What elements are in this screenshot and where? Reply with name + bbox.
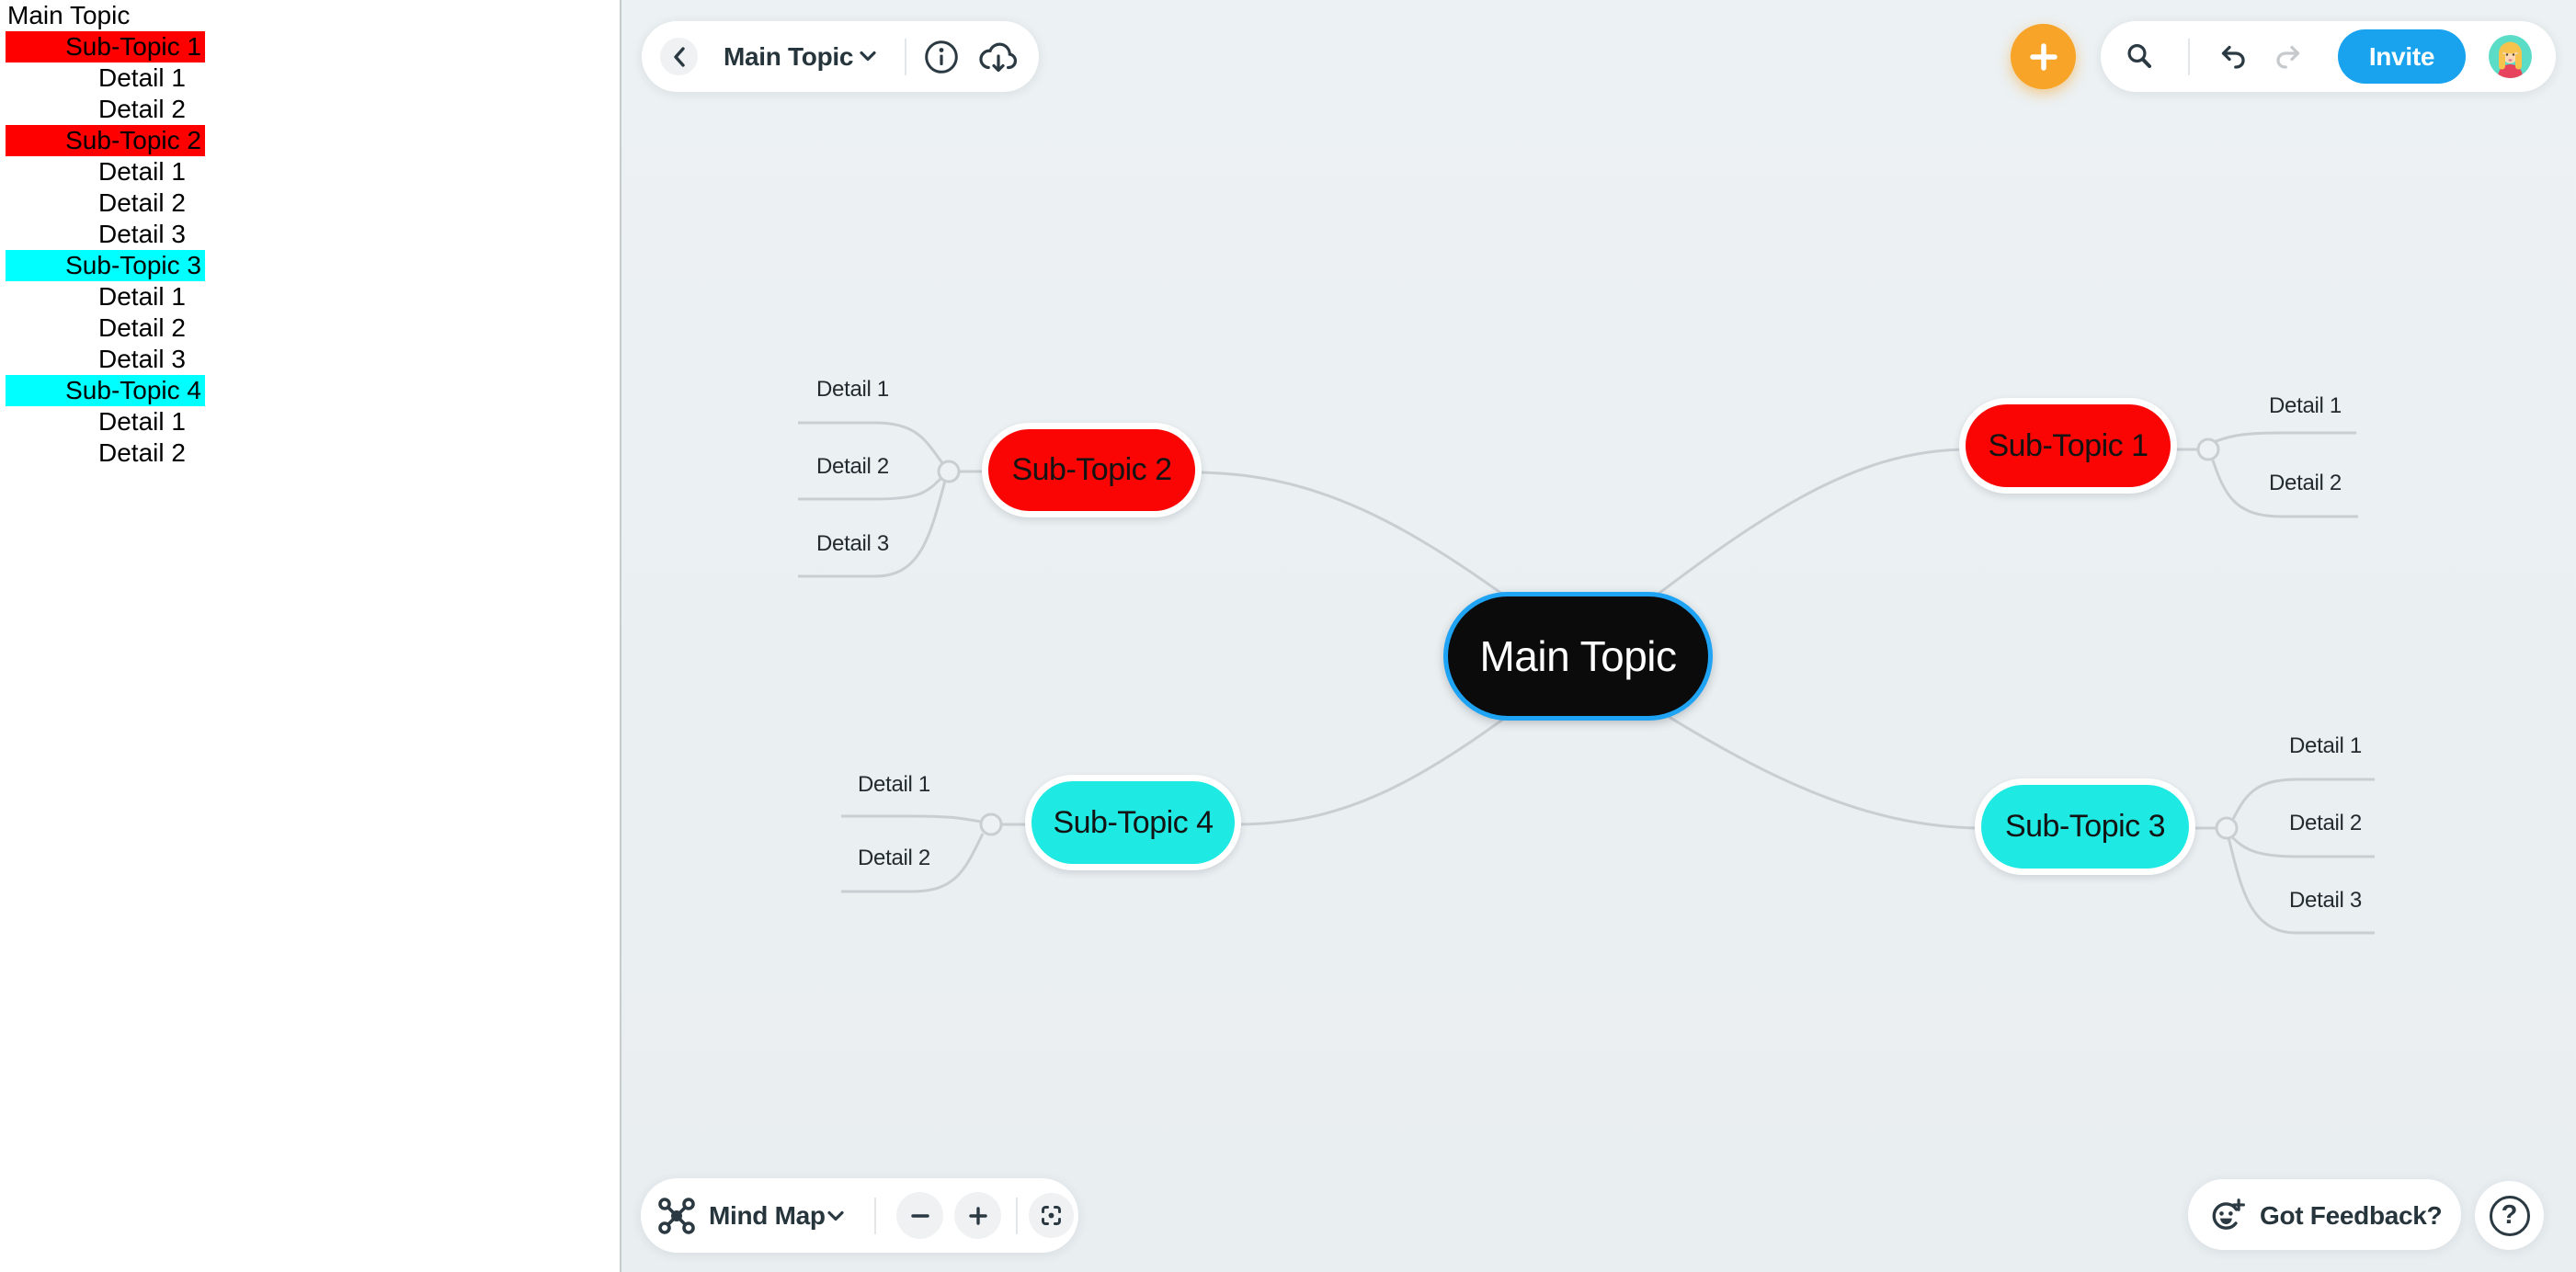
mindmap-detail-sub3[interactable]: Detail 2 [2289,811,2362,835]
minus-icon [910,1213,929,1218]
outline-item[interactable]: Sub-Topic 3 [0,250,620,281]
outline-item[interactable]: Sub-Topic 1 [0,31,620,62]
fit-to-screen-button[interactable] [1029,1193,1074,1238]
outline-item-label: Detail 3 [98,345,186,373]
mindmap-node-main[interactable]: Main Topic [1443,592,1713,721]
search-icon [2127,44,2151,68]
user-avatar[interactable] [2489,35,2532,78]
fit-to-screen-icon [1042,1206,1061,1225]
undo-icon [2221,45,2245,69]
question-mark-icon: ? [2489,1195,2530,1236]
outline-item[interactable]: Detail 1 [0,406,620,437]
mindmap-detail-sub2[interactable]: Detail 2 [816,454,889,479]
toolbar-divider [874,1198,876,1234]
mindmap-node-sub1[interactable]: Sub-Topic 1 [1959,398,2177,494]
chevron-down-icon[interactable] [826,1210,845,1222]
undo-button[interactable] [2218,42,2248,72]
outline-item-label: Detail 2 [98,313,186,342]
cloud-download-icon [979,42,1018,73]
info-icon [925,40,958,74]
mindmap-detail-sub2[interactable]: Detail 1 [816,377,889,402]
outline-item-root[interactable]: Main Topic [0,0,620,31]
outline-item[interactable]: Detail 1 [0,281,620,312]
outline-item-label: Detail 1 [98,407,186,436]
info-button[interactable] [923,39,960,75]
outline-item[interactable]: Detail 2 [0,312,620,344]
mode-label[interactable]: Mind Map [709,1201,826,1230]
outline-item-label: Detail 1 [98,282,186,311]
invite-label: Invite [2368,41,2435,71]
toolbar-divider [905,39,906,75]
smiley-plus-icon [2209,1197,2246,1233]
chevron-left-icon [673,46,685,67]
mindmap-node-sub4[interactable]: Sub-Topic 4 [1025,775,1241,870]
outline-item-label: Sub-Topic 2 [6,125,205,156]
outline-item-label: Detail 1 [98,63,186,92]
redo-icon [2276,45,2300,69]
feedback-label: Got Feedback? [2260,1201,2443,1230]
plus-icon [968,1206,987,1225]
outline-item[interactable]: Detail 3 [0,219,620,250]
chevron-down-icon[interactable] [859,50,877,62]
outline-item-label: Detail 1 [98,157,186,186]
help-button[interactable]: ? [2475,1181,2544,1250]
outline-item[interactable]: Detail 2 [0,437,620,469]
zoom-in-button[interactable] [954,1192,1001,1239]
add-topic-button[interactable] [2011,24,2076,89]
toolbar-divider [2188,39,2190,75]
mindmap-detail-sub1[interactable]: Detail 2 [2269,471,2342,495]
mode-button[interactable] [657,1197,696,1235]
search-button[interactable] [2125,41,2155,72]
zoom-out-button[interactable] [896,1192,943,1239]
outline-item-label: Sub-Topic 1 [6,31,205,62]
outline-item[interactable]: Sub-Topic 2 [0,125,620,156]
mindmap-detail-sub3[interactable]: Detail 1 [2289,733,2362,758]
export-button[interactable] [976,38,1020,76]
outline-item-label: Detail 2 [98,188,186,217]
outline-item[interactable]: Detail 1 [0,62,620,94]
map-toolbar: Main Topic [642,21,1039,92]
back-button[interactable] [660,38,698,75]
plus-icon [2029,42,2057,71]
outline-item-label: Sub-Topic 4 [6,375,205,406]
outline-item[interactable]: Detail 3 [0,344,620,375]
outline-item-label: Main Topic [7,1,131,29]
outline-item-label: Detail 2 [98,95,186,123]
invite-button[interactable]: Invite [2338,29,2466,84]
outline-item-label: Sub-Topic 3 [6,250,205,281]
mindmap-node-sub2[interactable]: Sub-Topic 2 [982,423,1202,517]
map-title[interactable]: Main Topic [724,42,854,71]
mindmap-detail-sub1[interactable]: Detail 1 [2269,393,2342,418]
feedback-button[interactable]: Got Feedback? [2188,1179,2461,1250]
mind-map-icon [658,1198,695,1234]
redo-button[interactable] [2274,42,2303,72]
mindmap-detail-sub4[interactable]: Detail 1 [858,772,930,797]
top-right-toolbar: Invite [2101,21,2556,92]
outline-item-label: Detail 2 [98,438,186,467]
mindmap-detail-sub4[interactable]: Detail 2 [858,846,930,870]
outline-item[interactable]: Detail 1 [0,156,620,187]
outline-item[interactable]: Detail 2 [0,187,620,219]
avatar-illustration [2489,35,2532,78]
toolbar-divider [1016,1198,1018,1234]
mindmap-node-sub3[interactable]: Sub-Topic 3 [1975,778,2195,875]
mindmap-detail-sub2[interactable]: Detail 3 [816,531,889,556]
outline-item[interactable]: Sub-Topic 4 [0,375,620,406]
mindmap-detail-sub3[interactable]: Detail 3 [2289,888,2362,913]
view-toolbar: Mind Map [641,1178,1078,1253]
outline-item[interactable]: Detail 2 [0,94,620,125]
outline-item-label: Detail 3 [98,220,186,248]
